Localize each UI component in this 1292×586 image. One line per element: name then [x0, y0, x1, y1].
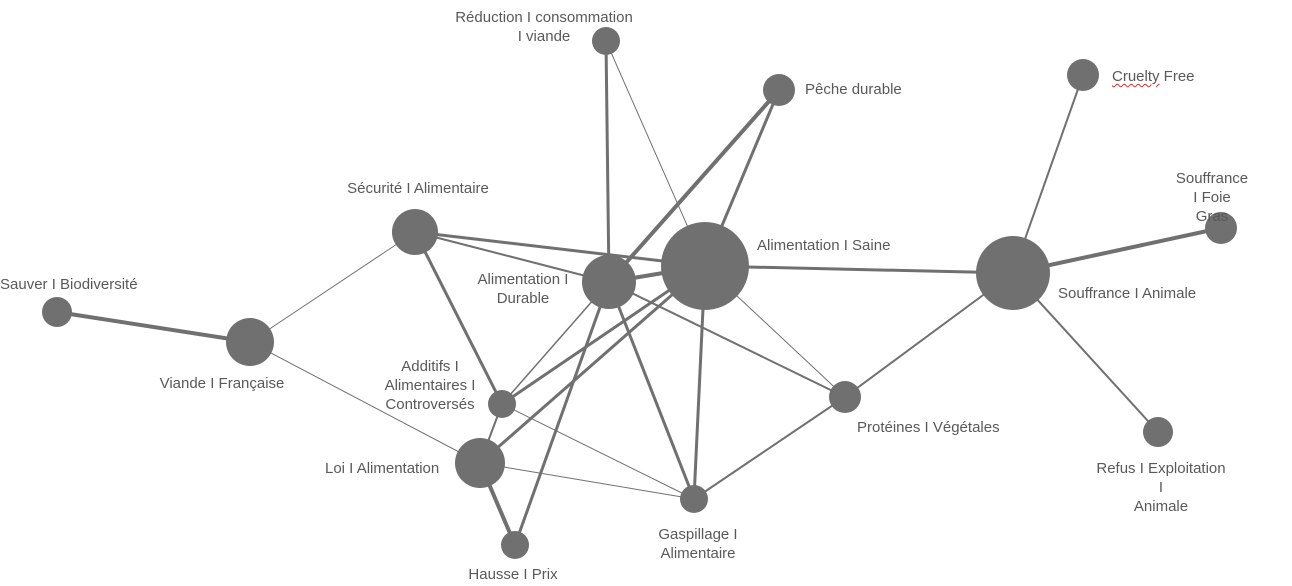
label-additifs: Additifs I Alimentaires I Controversés [384, 358, 476, 413]
label-viande: Viande I Française [159, 375, 285, 392]
label-cruelty: Cruelty Free [1112, 67, 1195, 86]
node-proteines [829, 381, 861, 413]
label-cruelty-rest: Free [1159, 68, 1195, 85]
node-refus [1143, 417, 1173, 447]
edge-reduction-durable [604, 40, 611, 283]
label-peche: Pêche durable [805, 81, 902, 98]
label-cruelty-word: Cruelty [1112, 68, 1160, 85]
node-gaspillage [680, 485, 708, 513]
edge-gaspillage-proteines [693, 396, 846, 500]
edge-saine-animale [704, 264, 1014, 275]
label-biodiv: Sauver I Biodiversité [0, 276, 138, 293]
edge-durable-additifs [501, 281, 610, 405]
node-cruelty [1067, 59, 1099, 91]
node-viande [226, 318, 274, 366]
node-saine [661, 222, 749, 310]
label-saine: Alimentation I Saine [757, 237, 891, 254]
edge-additifs-gaspillage [501, 403, 695, 500]
edge-durable-proteines [608, 281, 846, 398]
edge-securite-additifs [413, 231, 504, 405]
edge-securite-saine [414, 230, 706, 268]
label-foiegras: Souffrance I Foie Gras [1175, 170, 1249, 225]
label-hausse: Hausse I Prix [468, 566, 558, 583]
node-peche [763, 74, 795, 106]
edge-securite-durable [414, 231, 610, 283]
node-reduction [592, 27, 620, 55]
node-foiegras [1205, 212, 1237, 244]
edge-saine-loi [479, 264, 706, 465]
edge-biodiv-viande [56, 310, 251, 344]
label-gaspillage: Gaspillage I Alimentaire [658, 526, 738, 562]
node-durable [582, 255, 636, 309]
edge-peche-durable [607, 88, 781, 284]
edge-securite-viande [249, 231, 416, 343]
label-proteines: Protéines I Végétales [857, 419, 1000, 436]
edge-durable-hausse [513, 281, 611, 546]
edge-viande-loi [249, 341, 481, 464]
node-loi [455, 438, 505, 488]
label-securite: Sécurité I Alimentaire [347, 180, 489, 197]
label-refus: Refus I Exploitation I Animale [1096, 460, 1226, 515]
edge-loi-gaspillage [479, 462, 695, 500]
node-hausse [501, 531, 529, 559]
label-loi: Loi I Alimentation [325, 460, 440, 477]
label-animale: Souffrance I Animale [1058, 285, 1197, 302]
node-securite [392, 209, 438, 255]
node-biodiv [42, 297, 72, 327]
label-reduction: Réduction I consommation I viande [455, 9, 633, 45]
label-durable: Alimentation I Durable [477, 271, 569, 307]
node-animale [976, 236, 1050, 310]
edge-durable-gaspillage [607, 281, 696, 500]
node-additifs [488, 390, 516, 418]
